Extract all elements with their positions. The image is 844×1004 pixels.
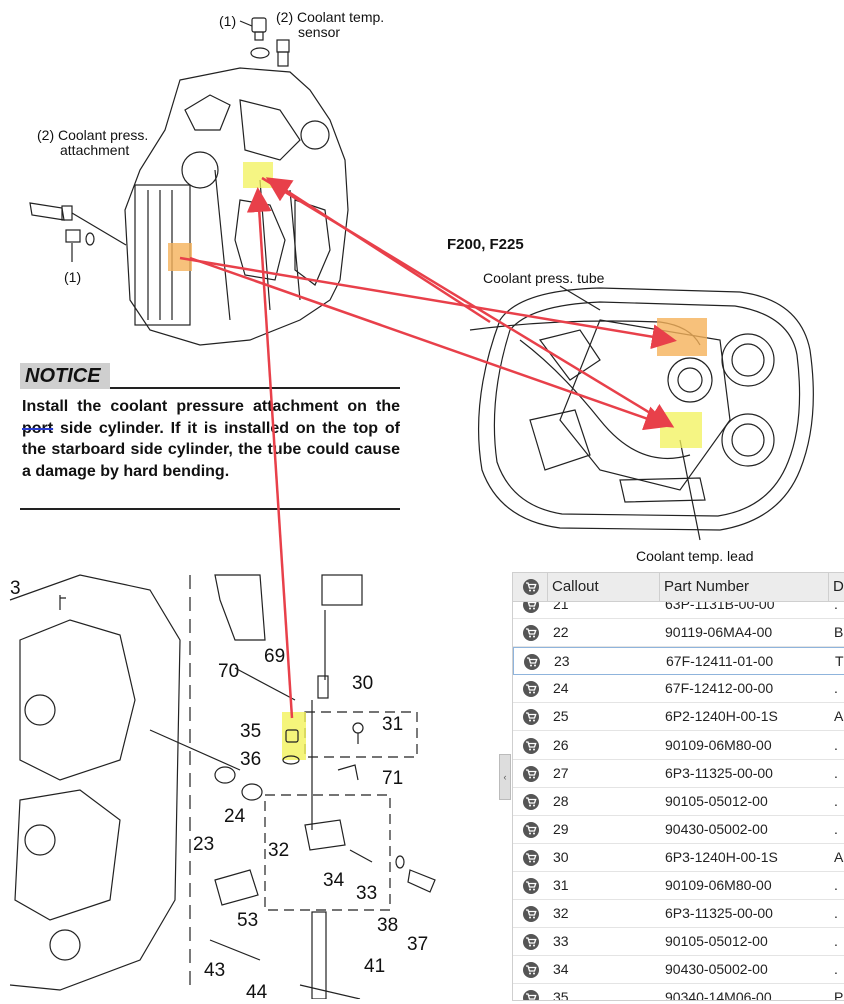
callout-44: 44 [246, 982, 267, 1004]
callout-31: 31 [382, 714, 403, 736]
cell-part-number: 6P3-11325-00-00 [665, 900, 773, 927]
add-to-cart-icon[interactable] [523, 738, 539, 754]
callout-69: 69 [264, 646, 285, 668]
cell-description: . [834, 900, 838, 927]
callout-3: 3 [10, 578, 21, 600]
table-row[interactable]: 25 6P2-1240H-00-1S A [513, 703, 844, 731]
cell-part-number: 90105-05012-00 [665, 788, 768, 815]
table-row[interactable]: 31 90109-06M80-00. [513, 872, 844, 900]
cell-description: T [835, 648, 844, 675]
column-header-callout[interactable]: Callout [552, 573, 599, 601]
cell-description: A [834, 703, 843, 730]
cell-description: . [834, 872, 838, 899]
add-to-cart-icon[interactable] [523, 625, 539, 641]
add-to-cart-icon[interactable] [523, 990, 539, 1001]
add-to-cart-icon[interactable] [523, 794, 539, 810]
cell-description: B [834, 619, 843, 646]
cell-part-number: 67F-12412-00-00 [665, 675, 773, 702]
panel-splitter-handle[interactable]: ‹ [499, 754, 511, 800]
cell-part-number: 90430-05002-00 [665, 956, 768, 983]
cart-icon [523, 579, 539, 595]
cell-description: . [834, 732, 838, 759]
table-row[interactable]: 33 90105-05012-00. [513, 928, 844, 956]
cell-callout: 32 [553, 900, 569, 927]
callout-32: 32 [268, 840, 289, 862]
add-to-cart-icon[interactable] [524, 654, 540, 670]
table-row[interactable]: 22 90119-06MA4-00 B [513, 619, 844, 647]
cell-description: . [834, 788, 838, 815]
cell-description: A [834, 844, 843, 871]
cell-callout: 28 [553, 788, 569, 815]
table-row[interactable]: 34 90430-05002-00. [513, 956, 844, 984]
column-header-part-number[interactable]: Part Number [664, 573, 749, 601]
cell-part-number: 6P3-1240H-00-1S [665, 844, 778, 871]
callout-70: 70 [218, 661, 239, 683]
cell-description: . [834, 928, 838, 955]
add-to-cart-icon[interactable] [523, 681, 539, 697]
cell-callout: 30 [553, 844, 569, 871]
callout-33: 33 [356, 883, 377, 905]
callout-38: 38 [377, 915, 398, 937]
cell-description: . [834, 760, 838, 787]
cell-part-number: 6P2-1240H-00-1S [665, 703, 778, 730]
callout-43: 43 [204, 960, 225, 982]
cell-part-number: 90105-05012-00 [665, 928, 768, 955]
cell-part-number: 90109-06M80-00 [665, 872, 772, 899]
callout-34: 34 [323, 870, 344, 892]
callout-71: 71 [382, 768, 403, 790]
cell-description: . [834, 816, 838, 843]
add-to-cart-icon[interactable] [523, 962, 539, 978]
cell-callout: 23 [554, 648, 570, 675]
callout-53: 53 [237, 910, 258, 932]
add-to-cart-icon[interactable] [523, 934, 539, 950]
add-to-cart-icon[interactable] [523, 906, 539, 922]
add-to-cart-icon[interactable] [523, 850, 539, 866]
callout-37: 37 [407, 934, 428, 956]
cell-callout: 34 [553, 956, 569, 983]
cell-part-number: 90109-06M80-00 [665, 732, 772, 759]
add-to-cart-icon[interactable] [523, 709, 539, 725]
table-row[interactable]: 27 6P3-11325-00-00. [513, 760, 844, 788]
callout-24: 24 [224, 806, 245, 828]
table-row[interactable]: 28 90105-05012-00. [513, 788, 844, 816]
table-row[interactable]: 24 67F-12412-00-00. [513, 675, 844, 703]
callout-35: 35 [240, 721, 261, 743]
callout-23: 23 [193, 834, 214, 856]
table-row[interactable]: 26 90109-06M80-00. [513, 732, 844, 760]
cell-callout: 33 [553, 928, 569, 955]
add-to-cart-icon[interactable] [523, 766, 539, 782]
table-header: Callout Part Number D [513, 573, 844, 602]
cell-callout: 31 [553, 872, 569, 899]
cell-part-number: 90430-05002-00 [665, 816, 768, 843]
cell-part-number: 67F-12411-01-00 [666, 648, 773, 675]
cell-callout: 22 [553, 619, 569, 646]
table-row[interactable]: 30 6P3-1240H-00-1S A [513, 844, 844, 872]
callout-30: 30 [352, 673, 373, 695]
column-header-description[interactable]: D [833, 573, 844, 601]
cell-callout: 26 [553, 732, 569, 759]
table-row[interactable]: 23 67F-12411-01-00 T [513, 647, 844, 675]
callout-36: 36 [240, 749, 261, 771]
cell-part-number: 90119-06MA4-00 [665, 619, 772, 646]
add-to-cart-icon[interactable] [523, 878, 539, 894]
add-to-cart-icon[interactable] [523, 822, 539, 838]
table-row[interactable]: 32 6P3-11325-00-00. [513, 900, 844, 928]
cell-callout: 24 [553, 675, 569, 702]
callout-41: 41 [364, 956, 385, 978]
cell-description: . [834, 956, 838, 983]
cell-callout: 27 [553, 760, 569, 787]
cell-callout: 29 [553, 816, 569, 843]
cell-part-number: 6P3-11325-00-00 [665, 760, 773, 787]
cell-description: . [834, 675, 838, 702]
cell-callout: 25 [553, 703, 569, 730]
table-row[interactable]: 29 90430-05002-00. [513, 816, 844, 844]
